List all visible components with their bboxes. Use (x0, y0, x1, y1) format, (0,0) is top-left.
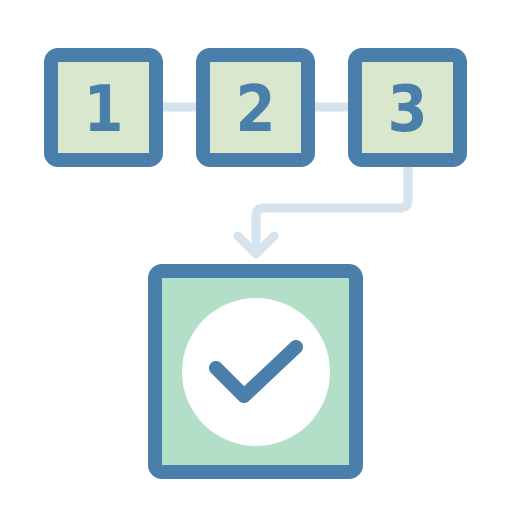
check-circle (182, 298, 330, 446)
step-box-2: 2 (196, 48, 315, 167)
step-number-3: 3 (387, 73, 427, 147)
step-number-1: 1 (83, 73, 123, 147)
flow-arrow-line (251, 159, 413, 257)
flow-arrow (233, 159, 413, 259)
step-box-1: 1 (44, 48, 163, 167)
arrow-head-icon (233, 231, 279, 259)
checkmark-icon (209, 340, 303, 403)
result-box (148, 264, 363, 479)
step-box-3: 3 (348, 48, 467, 167)
step-number-2: 2 (235, 73, 275, 147)
